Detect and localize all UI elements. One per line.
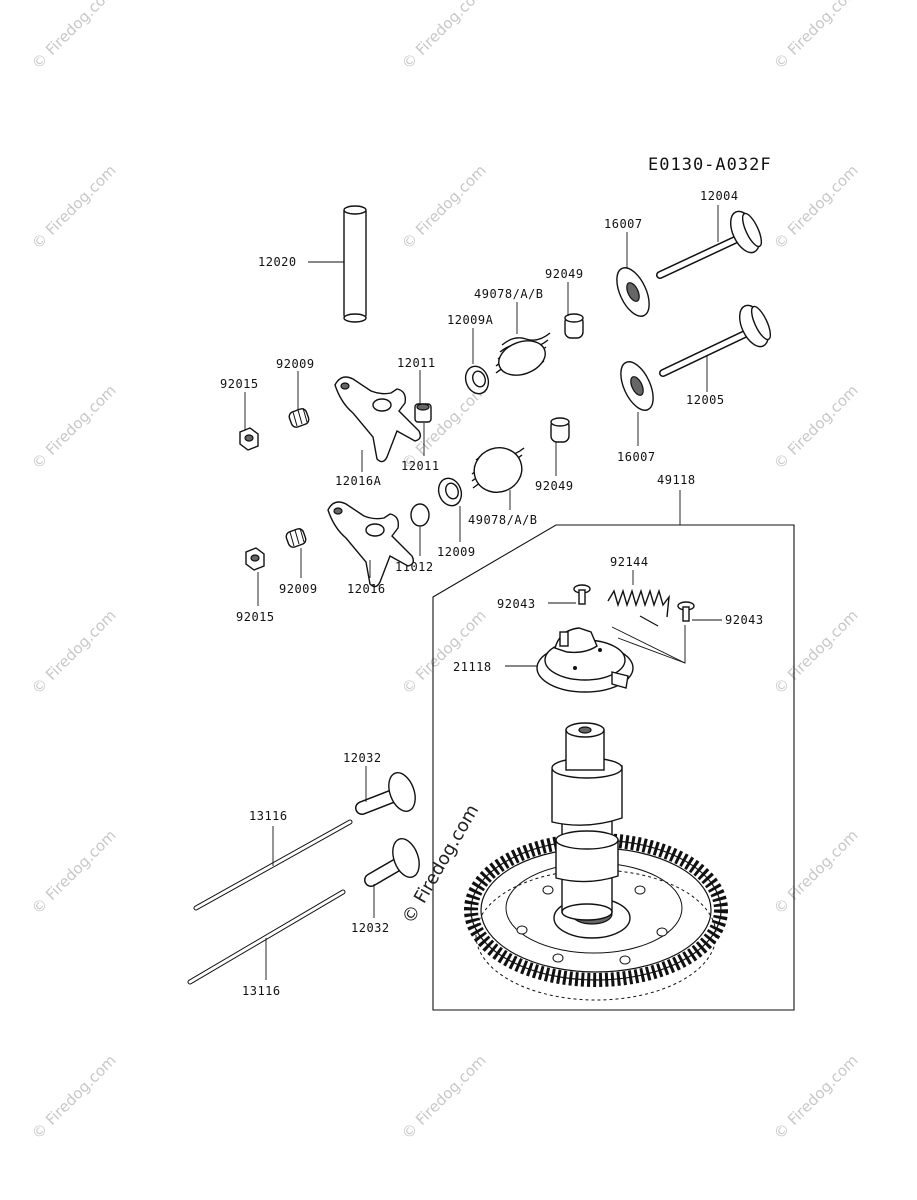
- tappet-12032-bottom: [364, 838, 420, 887]
- part-label-12011-top: 12011: [397, 356, 436, 370]
- watermark: © Firedog.com: [770, 161, 862, 253]
- spring-49078-top: [495, 332, 551, 376]
- watermark: © Firedog.com: [28, 381, 120, 473]
- watermark: © Firedog.com: [28, 0, 120, 73]
- pin-92043-right: [677, 601, 695, 622]
- part-label-92144: 92144: [610, 555, 649, 569]
- washer-16007-bottom: [620, 361, 654, 411]
- part-label-12005: 12005: [686, 393, 725, 407]
- part-label-16007-top: 16007: [604, 217, 643, 231]
- watermark: © Firedog.com: [770, 1051, 862, 1143]
- part-label-92009-top: 92009: [276, 357, 315, 371]
- tappet-12032-top: [355, 772, 416, 815]
- seat-12009: [437, 477, 463, 507]
- adjuster-92009-bottom: [285, 527, 307, 548]
- part-label-12032-bottom: 12032: [351, 921, 390, 935]
- washer-16007-top: [616, 267, 650, 317]
- part-label-12009: 12009: [437, 545, 476, 559]
- part-label-92049-bottom: 92049: [535, 479, 574, 493]
- part-label-12020: 12020: [258, 255, 297, 269]
- watermark: © Firedog.com: [770, 0, 862, 73]
- adjuster-92009-top: [288, 407, 310, 428]
- part-label-21118: 21118: [453, 660, 492, 674]
- watermark: © Firedog.com: [28, 1051, 120, 1143]
- part-label-13116-bottom: 13116: [242, 984, 281, 998]
- nut-12011-top: [414, 403, 432, 423]
- watermark: © Firedog.com: [770, 381, 862, 473]
- spring-92144: [607, 588, 670, 627]
- part-label-49118: 49118: [657, 473, 696, 487]
- watermark: © Firedog.com: [28, 826, 120, 918]
- watermark: © Firedog.com: [398, 161, 490, 253]
- watermark: © Firedog.com: [398, 1051, 490, 1143]
- part-label-92043-left: 92043: [497, 597, 536, 611]
- rocker-arm-12016: [327, 501, 415, 588]
- part-label-12009A: 12009A: [447, 313, 494, 327]
- shaft-12020: [343, 205, 367, 323]
- nut-92015-bottom: [245, 547, 265, 571]
- part-label-92009-bottom: 92009: [279, 582, 318, 596]
- part-label-49078-bottom: 49078/A/B: [468, 513, 538, 527]
- part-label-12032-top: 12032: [343, 751, 382, 765]
- valve-12004: [656, 210, 763, 279]
- camshaft-gear: [464, 722, 728, 1001]
- part-label-92043-right: 92043: [725, 613, 764, 627]
- part-label-92015-bottom: 92015: [236, 610, 275, 624]
- pin-92043-left: [573, 584, 591, 605]
- watermark: © Firedog.com: [28, 606, 120, 698]
- part-label-12016: 12016: [347, 582, 386, 596]
- part-label-49078-top: 49078/A/B: [474, 287, 544, 301]
- valve-12005: [659, 304, 772, 377]
- watermark: © Firedog.com: [28, 161, 120, 253]
- watermark: © Firedog.com: [770, 826, 862, 918]
- diagram-code: E0130-A032F: [648, 155, 772, 175]
- retainer-92049-bottom: [550, 417, 570, 443]
- watermark: © Firedog.com: [770, 606, 862, 698]
- part-label-92015-top: 92015: [220, 377, 259, 391]
- seat-12009A: [464, 365, 490, 395]
- bushing-11012: [410, 503, 430, 527]
- rocker-arm-12016A: [334, 376, 422, 463]
- part-label-13116-top: 13116: [249, 809, 288, 823]
- part-label-92049-top: 92049: [545, 267, 584, 281]
- pushrod-13116-bottom: [187, 889, 346, 985]
- spring-49078-bottom: [471, 447, 525, 493]
- part-label-12016A: 12016A: [335, 474, 382, 488]
- nut-92015-top: [239, 427, 259, 451]
- governor-plate-21118: [536, 627, 634, 693]
- part-label-12011-bottom: 12011: [401, 459, 440, 473]
- part-label-16007-bottom: 16007: [617, 450, 656, 464]
- watermark: © Firedog.com: [398, 606, 490, 698]
- assembly-frame-49118: [432, 524, 795, 1011]
- part-label-12004: 12004: [700, 189, 739, 203]
- retainer-92049-top: [564, 313, 584, 339]
- watermark: © Firedog.com: [398, 0, 490, 73]
